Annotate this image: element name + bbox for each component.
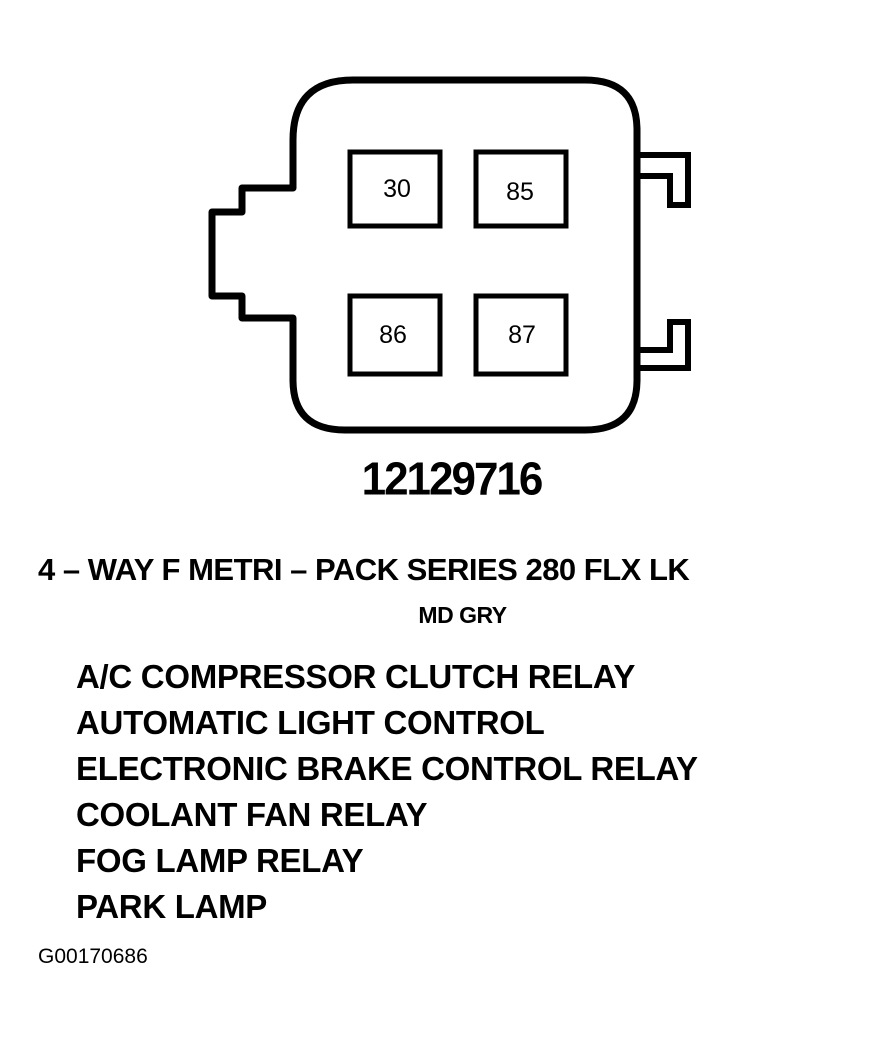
circuit-item: PARK LAMP [76, 888, 268, 925]
pin-label-86: 86 [379, 321, 407, 349]
pin-label-30: 30 [383, 175, 411, 203]
connector-part-number: 12129716 [361, 453, 544, 506]
circuit-item: AUTOMATIC LIGHT CONTROL [76, 704, 545, 741]
lower-lock-tab [637, 319, 691, 371]
connector-color-code: MD GRY [418, 602, 507, 628]
connector-description: 4 – WAY F METRI – PACK SERIES 280 FLX LK [38, 552, 690, 587]
figure-id: G00170686 [38, 945, 148, 968]
pin-label-85: 85 [506, 178, 534, 206]
pin-cavity-30 [347, 149, 443, 229]
pin-cavity-85 [473, 149, 569, 229]
circuit-item: FOG LAMP RELAY [76, 842, 364, 879]
pin-label-87: 87 [508, 321, 536, 349]
circuit-list: A/C COMPRESSOR CLUTCH RELAY AUTOMATIC LI… [76, 654, 698, 930]
circuit-item: ELECTRONIC BRAKE CONTROL RELAY [76, 750, 698, 787]
circuit-item: A/C COMPRESSOR CLUTCH RELAY [76, 658, 636, 695]
connector-body [208, 76, 641, 434]
pin-cavity-86 [347, 293, 443, 377]
connector-face-diagram: 30 85 86 87 [208, 76, 691, 434]
circuit-item: COOLANT FAN RELAY [76, 796, 428, 833]
pin-cavity-87 [473, 293, 569, 377]
upper-lock-tab [637, 152, 691, 208]
